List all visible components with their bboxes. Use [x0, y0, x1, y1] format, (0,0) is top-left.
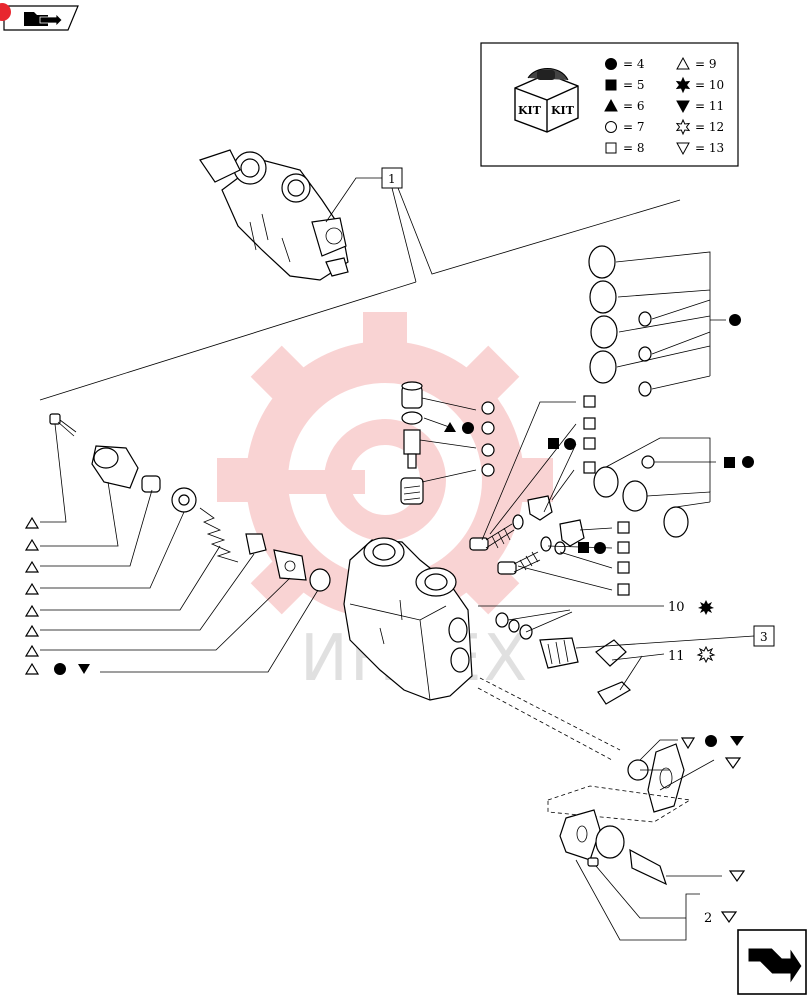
pilot-symbols	[548, 395, 630, 596]
legend-text: = 11	[695, 99, 724, 113]
red-corner-badge	[0, 3, 11, 21]
callout-3[interactable]: 3	[753, 625, 775, 647]
header-tab[interactable]	[0, 3, 79, 31]
legend-text: = 5	[623, 78, 645, 92]
pilot-parts	[469, 495, 585, 575]
callout-10[interactable]: 10	[668, 600, 685, 615]
main-valve-body	[343, 537, 473, 701]
sym-open-star	[696, 645, 716, 664]
legend-symbol-filled-star	[675, 76, 691, 94]
sym-filled-star	[698, 600, 714, 615]
legend-text: = 10	[695, 78, 724, 92]
svg-text:2: 2	[704, 911, 712, 926]
valve-assembly-thumbnail	[199, 149, 349, 281]
svg-text:10: 10	[668, 600, 685, 615]
svg-text:KIT: KIT	[518, 104, 542, 117]
o-ring-group	[588, 245, 652, 397]
callout-2[interactable]: 2	[704, 911, 712, 926]
sym-filled-circle	[729, 314, 741, 326]
spool-assembly	[477, 612, 631, 761]
svg-text:1: 1	[388, 172, 396, 186]
legend-symbol-filled-triangle-down	[676, 100, 690, 114]
callout-1[interactable]: 1	[381, 167, 403, 189]
lower-symbols	[680, 735, 746, 924]
svg-text:KIT: KIT	[551, 104, 575, 117]
callout-11[interactable]: 11	[668, 649, 685, 664]
legend-text: = 8	[623, 141, 645, 155]
folder-arrow-icon	[24, 12, 63, 27]
legend-text: = 12	[695, 120, 724, 134]
kit-legend: KIT KIT = 4 = 9 = 5 = 10 = 6 = 11 = 7 = 12 = 8 = …	[480, 42, 739, 167]
left-parts-chain	[49, 413, 331, 592]
kit-box-icon: KIT KIT	[514, 68, 579, 133]
legend-text: = 9	[695, 57, 717, 71]
legend-symbol-open-circle	[605, 121, 617, 133]
o-ring-group-2	[593, 455, 689, 538]
legend-symbol-open-square	[605, 142, 617, 154]
next-page-arrow-icon	[747, 946, 803, 986]
left-symbols	[24, 516, 90, 675]
legend-symbol-open-triangle-up	[676, 56, 690, 70]
legend-text: = 4	[623, 57, 645, 71]
legend-text: = 7	[623, 120, 645, 134]
legend-symbol-filled-triangle-up	[604, 98, 618, 112]
svg-text:3: 3	[760, 630, 768, 644]
legend-symbol-filled-circle	[605, 58, 617, 70]
lower-cover	[547, 743, 692, 886]
legend-symbol-filled-square	[605, 79, 617, 91]
svg-text:11: 11	[668, 649, 685, 664]
legend-symbol-open-triangle-down	[676, 142, 690, 156]
legend-text: = 6	[623, 99, 645, 113]
stack-symbols	[444, 401, 495, 477]
next-page-button[interactable]	[737, 929, 807, 995]
legend-symbol-open-star	[675, 118, 691, 136]
valve-stack	[400, 381, 424, 505]
legend-text: = 13	[695, 141, 724, 155]
